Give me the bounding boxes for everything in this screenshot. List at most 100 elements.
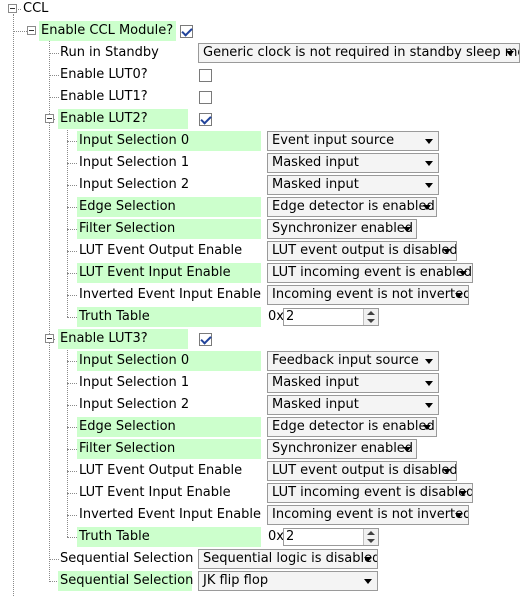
chevron-down-icon bbox=[403, 227, 411, 232]
chevron-down-icon bbox=[403, 447, 411, 452]
lut3-row-label: Input Selection 2 bbox=[79, 397, 190, 412]
chevron-down-icon bbox=[455, 293, 463, 298]
chevron-down-icon bbox=[423, 205, 431, 210]
run-in-standby-value: Generic clock is not required in standby… bbox=[203, 45, 520, 60]
enable-lut2-checkbox[interactable] bbox=[199, 113, 212, 126]
lut3-row-select[interactable]: Incoming event is not inverted bbox=[267, 505, 469, 525]
chevron-down-icon bbox=[364, 579, 372, 584]
lut3-row-select[interactable]: Masked input bbox=[267, 373, 439, 393]
lut2-row-label: Input Selection 0 bbox=[77, 131, 261, 151]
lut3-row-label: Filter Selection bbox=[77, 439, 261, 459]
enable-ccl-expander[interactable] bbox=[27, 26, 36, 35]
lut2-expander[interactable] bbox=[45, 114, 54, 123]
enable-lut2-label: Enable LUT2? bbox=[58, 109, 188, 129]
lut2-row-value: Incoming event is not inverted bbox=[272, 287, 469, 302]
enable-lut1-checkbox[interactable] bbox=[199, 91, 212, 104]
lut3-row-value: LUT event output is disabled bbox=[272, 463, 457, 478]
chevron-down-icon bbox=[425, 161, 433, 166]
sequential-selection-label-2: Sequential Selection bbox=[58, 571, 193, 591]
lut3-row-label: Input Selection 0 bbox=[77, 351, 261, 371]
ccl-expander[interactable] bbox=[8, 4, 17, 13]
enable-lut3-checkbox[interactable] bbox=[199, 333, 212, 346]
lut2-row-label: Inverted Event Input Enable bbox=[79, 287, 262, 302]
lut2-row-select[interactable]: LUT incoming event is enabled bbox=[267, 263, 473, 283]
run-in-standby-select[interactable]: Generic clock is not required in standby… bbox=[198, 43, 520, 63]
chevron-down-icon bbox=[364, 557, 372, 562]
enable-ccl-label: Enable CCL Module? bbox=[39, 21, 176, 41]
lut2-row-select[interactable]: Event input source bbox=[267, 131, 439, 151]
lut2-row-label: Filter Selection bbox=[77, 219, 261, 239]
spinner-buttons[interactable] bbox=[363, 529, 378, 545]
lut3-row-value: Masked input bbox=[272, 397, 359, 412]
spin-up-icon[interactable] bbox=[367, 311, 375, 315]
lut3-truth-table-label: Truth Table bbox=[77, 527, 261, 547]
lut2-row-value: LUT incoming event is enabled bbox=[272, 265, 473, 280]
lut3-row-value: Masked input bbox=[272, 375, 359, 390]
lut2-truth-table-value: 2 bbox=[286, 309, 295, 324]
lut2-row-value: Edge detector is enabled bbox=[272, 199, 435, 214]
spin-down-icon[interactable] bbox=[367, 319, 375, 323]
chevron-down-icon bbox=[425, 403, 433, 408]
lut2-truth-table-label: Truth Table bbox=[77, 307, 261, 327]
lut3-row-value: Edge detector is enabled bbox=[272, 419, 435, 434]
chevron-down-icon bbox=[455, 513, 463, 518]
lut2-row-label: Input Selection 1 bbox=[79, 155, 190, 170]
run-in-standby-label: Run in Standby bbox=[60, 45, 159, 60]
lut2-row-value: Masked input bbox=[272, 155, 359, 170]
spinner-buttons[interactable] bbox=[363, 309, 378, 325]
lut2-row-select[interactable]: Edge detector is enabled bbox=[267, 197, 437, 217]
lut2-row-label: LUT Event Input Enable bbox=[77, 263, 261, 283]
enable-lut3-label: Enable LUT3? bbox=[58, 329, 188, 349]
lut3-row-select[interactable]: LUT incoming event is disabled bbox=[267, 483, 473, 503]
chevron-down-icon bbox=[459, 271, 467, 276]
chevron-down-icon bbox=[443, 249, 451, 254]
lut3-row-label: LUT Event Output Enable bbox=[79, 463, 243, 478]
lut3-row-value: Feedback input source bbox=[272, 353, 419, 368]
lut2-row-value: LUT event output is disabled bbox=[272, 243, 457, 258]
lut2-row-value: Masked input bbox=[272, 177, 359, 192]
lut3-row-label: Input Selection 1 bbox=[79, 375, 190, 390]
lut3-truth-table-prefix: 0x bbox=[268, 529, 284, 544]
chevron-down-icon bbox=[425, 183, 433, 188]
lut2-row-select[interactable]: Masked input bbox=[267, 153, 439, 173]
lut3-row-select[interactable]: Synchronizer enabled bbox=[267, 439, 417, 459]
lut2-truth-table-spinner[interactable]: 2 bbox=[283, 308, 379, 326]
lut2-row-value: Synchronizer enabled bbox=[272, 221, 414, 236]
spin-down-icon[interactable] bbox=[367, 539, 375, 543]
chevron-down-icon bbox=[425, 359, 433, 364]
spin-up-icon[interactable] bbox=[367, 531, 375, 535]
lut3-row-select[interactable]: Edge detector is enabled bbox=[267, 417, 437, 437]
lut3-row-select[interactable]: Feedback input source bbox=[267, 351, 439, 371]
lut2-row-select[interactable]: Incoming event is not inverted bbox=[267, 285, 469, 305]
sequential-selection-value-2: JK flip flop bbox=[203, 573, 269, 588]
sequential-selection-value-1: Sequential logic is disabled bbox=[203, 551, 378, 566]
lut3-row-label: LUT Event Input Enable bbox=[79, 485, 231, 500]
lut3-row-value: Incoming event is not inverted bbox=[272, 507, 469, 522]
lut2-row-label: Edge Selection bbox=[77, 197, 261, 217]
enable-ccl-checkbox[interactable] bbox=[180, 25, 193, 38]
lut2-row-select[interactable]: LUT event output is disabled bbox=[267, 241, 457, 261]
ccl-root-label: CCL bbox=[23, 1, 49, 16]
chevron-down-icon bbox=[459, 491, 467, 496]
lut2-row-label: LUT Event Output Enable bbox=[79, 243, 243, 258]
enable-lut0-checkbox[interactable] bbox=[199, 69, 212, 82]
lut2-row-select[interactable]: Masked input bbox=[267, 175, 439, 195]
lut3-row-select[interactable]: LUT event output is disabled bbox=[267, 461, 457, 481]
lut3-truth-table-spinner[interactable]: 2 bbox=[283, 528, 379, 546]
sequential-selection-select-2[interactable]: JK flip flop bbox=[198, 571, 378, 591]
enable-lut1-label: Enable LUT1? bbox=[60, 89, 148, 104]
lut3-expander[interactable] bbox=[45, 334, 54, 343]
sequential-selection-label-1: Sequential Selection bbox=[60, 551, 194, 566]
lut2-row-select[interactable]: Synchronizer enabled bbox=[267, 219, 417, 239]
lut3-row-label: Edge Selection bbox=[77, 417, 261, 437]
lut3-row-value: LUT incoming event is disabled bbox=[272, 485, 473, 500]
chevron-down-icon bbox=[425, 381, 433, 386]
lut2-row-value: Event input source bbox=[272, 133, 395, 148]
lut3-row-label: Inverted Event Input Enable bbox=[79, 507, 262, 522]
lut3-row-value: Synchronizer enabled bbox=[272, 441, 414, 456]
lut3-truth-table-value: 2 bbox=[286, 529, 295, 544]
sequential-selection-select-1[interactable]: Sequential logic is disabled bbox=[198, 549, 378, 569]
chevron-down-icon bbox=[443, 469, 451, 474]
lut3-row-select[interactable]: Masked input bbox=[267, 395, 439, 415]
chevron-down-icon bbox=[425, 139, 433, 144]
